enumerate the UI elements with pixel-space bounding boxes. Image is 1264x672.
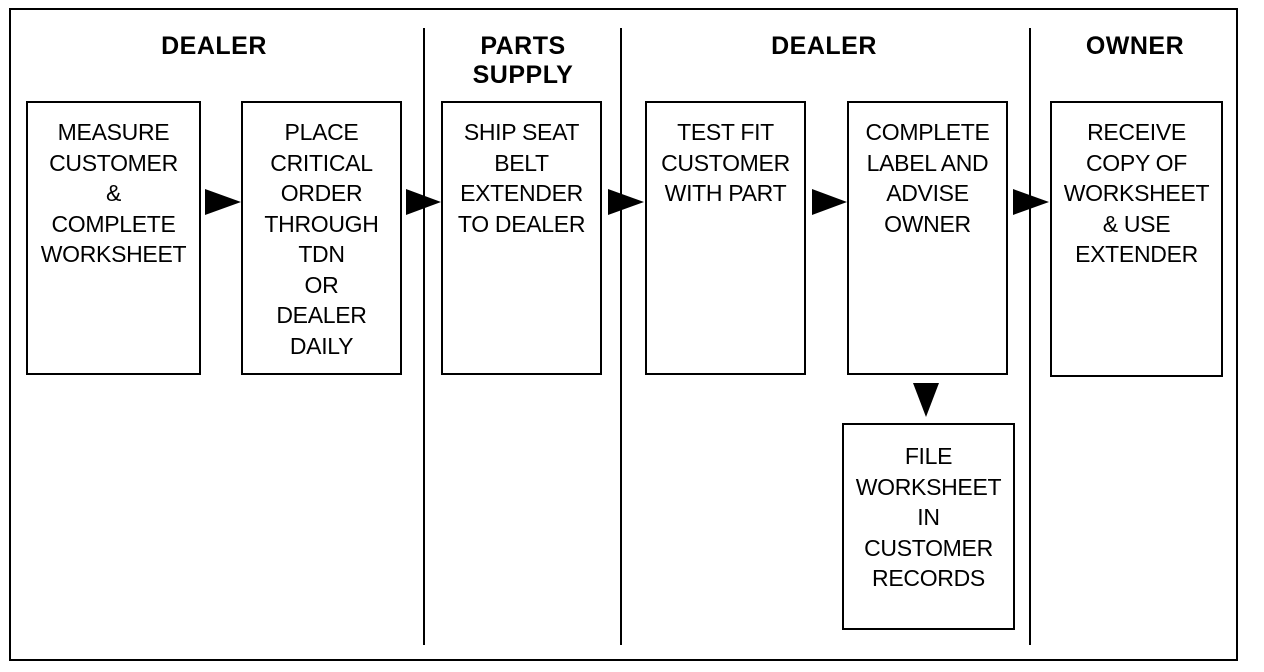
step-line: RECEIVE	[1087, 119, 1186, 145]
step-complete-label: COMPLETE LABEL AND ADVISE OWNER	[847, 101, 1008, 375]
lane-divider	[620, 28, 622, 645]
step-line: MEASURE	[57, 119, 170, 145]
step-line: CUSTOMER	[864, 534, 993, 561]
step-line: FILE	[904, 443, 953, 469]
step-line: EXTENDER	[1075, 241, 1198, 267]
step-line: BELT	[494, 149, 549, 176]
step-line: CUSTOMER	[49, 149, 178, 176]
step-line: EXTENDER	[460, 180, 583, 206]
lane-title-dealer: DEALER	[24, 32, 404, 61]
lane-title-line: SUPPLY	[472, 61, 574, 89]
lane-title-owner: OWNER	[1033, 32, 1237, 61]
diagram-frame	[9, 8, 1238, 661]
step-line: ORDER	[280, 180, 363, 206]
lane-divider	[1029, 28, 1031, 645]
step-line: COPY OF	[1086, 149, 1187, 176]
step-line: DEALER	[276, 302, 367, 328]
step-line: COMPLETE	[51, 210, 176, 237]
step-ship-seat-belt-extender: SHIP SEAT BELT EXTENDER TO DEALER	[441, 101, 602, 375]
step-line: &	[105, 180, 122, 206]
step-receive-copy: RECEIVE COPY OF WORKSHEET & USE EXTENDER	[1050, 101, 1223, 377]
step-place-critical-order: PLACE CRITICAL ORDER THROUGH TDN OR DEAL…	[241, 101, 402, 375]
step-line: TDN	[298, 241, 345, 267]
step-line: CUSTOMER	[661, 149, 790, 176]
arrow-right-icon	[608, 189, 644, 215]
step-line: & USE	[1102, 210, 1171, 237]
step-line: OWNER	[884, 210, 971, 237]
step-line: DAILY	[289, 332, 354, 359]
arrow-right-icon	[1013, 189, 1049, 215]
step-line: WITH PART	[664, 180, 787, 206]
lane-title-line: PARTS	[480, 32, 566, 60]
lane-title-line: OWNER	[1085, 32, 1185, 60]
step-line: CRITICAL	[270, 149, 373, 176]
step-line: SHIP SEAT	[463, 119, 580, 145]
step-line: PLACE	[284, 119, 359, 145]
step-measure-customer: MEASURE CUSTOMER & COMPLETE WORKSHEET	[26, 101, 201, 375]
step-line: THROUGH	[264, 210, 379, 237]
lane-title-line: DEALER	[771, 32, 877, 60]
arrow-down-icon	[913, 383, 939, 417]
step-file-worksheet: FILE WORKSHEET IN CUSTOMER RECORDS	[842, 423, 1015, 630]
step-line: ADVISE	[886, 180, 969, 206]
step-line: IN	[917, 504, 940, 530]
arrow-right-icon	[406, 189, 441, 215]
step-line: TO DEALER	[457, 210, 586, 237]
step-line: TEST FIT	[677, 119, 774, 145]
step-line: WORKSHEET	[1063, 180, 1210, 206]
step-test-fit-customer: TEST FIT CUSTOMER WITH PART	[645, 101, 806, 375]
step-line: LABEL AND	[866, 149, 989, 176]
step-line: WORKSHEET	[40, 241, 187, 267]
lane-title-line: DEALER	[161, 32, 267, 60]
lane-title-dealer-2: DEALER	[624, 32, 1024, 61]
arrow-right-icon	[205, 189, 241, 215]
step-line: COMPLETE	[865, 119, 990, 145]
lane-title-parts-supply: PARTS SUPPLY	[427, 32, 619, 90]
lane-divider	[423, 28, 425, 645]
step-line: WORKSHEET	[855, 473, 1002, 500]
step-line: OR	[304, 271, 339, 298]
step-line: RECORDS	[872, 565, 985, 591]
arrow-right-icon	[812, 189, 847, 215]
